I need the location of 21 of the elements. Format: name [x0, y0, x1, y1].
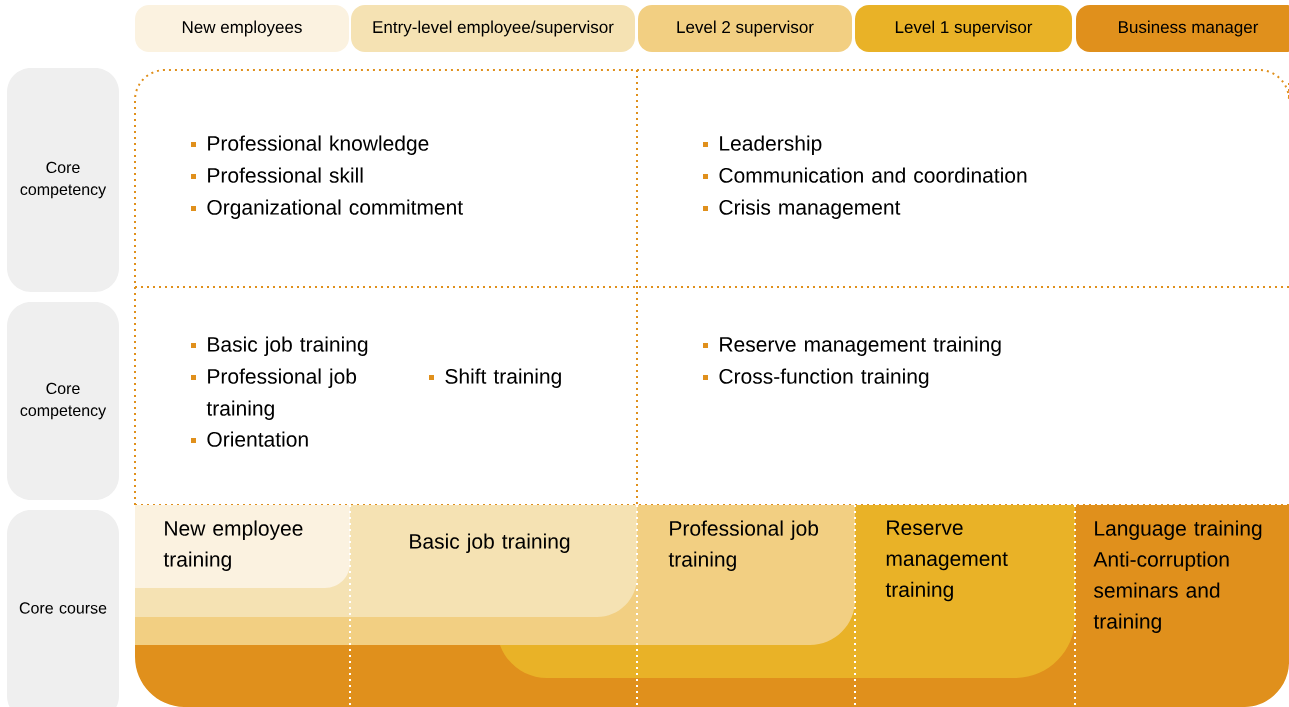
- bullet-item: Leadership: [703, 135, 822, 155]
- bullet-item: Orientation: [191, 431, 308, 447]
- course-band: New employee training: [135, 505, 350, 588]
- row-label: Core course: [7, 510, 119, 707]
- bullet-item: Basic job training: [191, 336, 368, 356]
- header-band: New employees: [135, 5, 349, 52]
- bullet-item: Cross-function training: [703, 368, 929, 388]
- header-band: Business manager: [1076, 5, 1289, 52]
- bullet-item: Professional skill: [191, 167, 363, 183]
- bullet-item: Communication and coordination: [703, 167, 1027, 183]
- header-band: Level 1 supervisor: [855, 5, 1072, 52]
- bullet-item: Organizational commitment: [191, 199, 463, 219]
- row-label: Core competency: [7, 302, 119, 500]
- header-band: Entry-level employee/supervisor: [351, 5, 635, 52]
- header-band: Level 2 supervisor: [638, 5, 852, 52]
- row-label: Core competency: [7, 68, 119, 292]
- bullet-item: Professional job training: [191, 368, 357, 420]
- bullet-item: Reserve management training: [703, 336, 1001, 356]
- bullet-item: Professional knowledge: [191, 135, 429, 155]
- bullet-item: Crisis management: [703, 199, 901, 219]
- bullet-item: Shift training: [429, 368, 561, 388]
